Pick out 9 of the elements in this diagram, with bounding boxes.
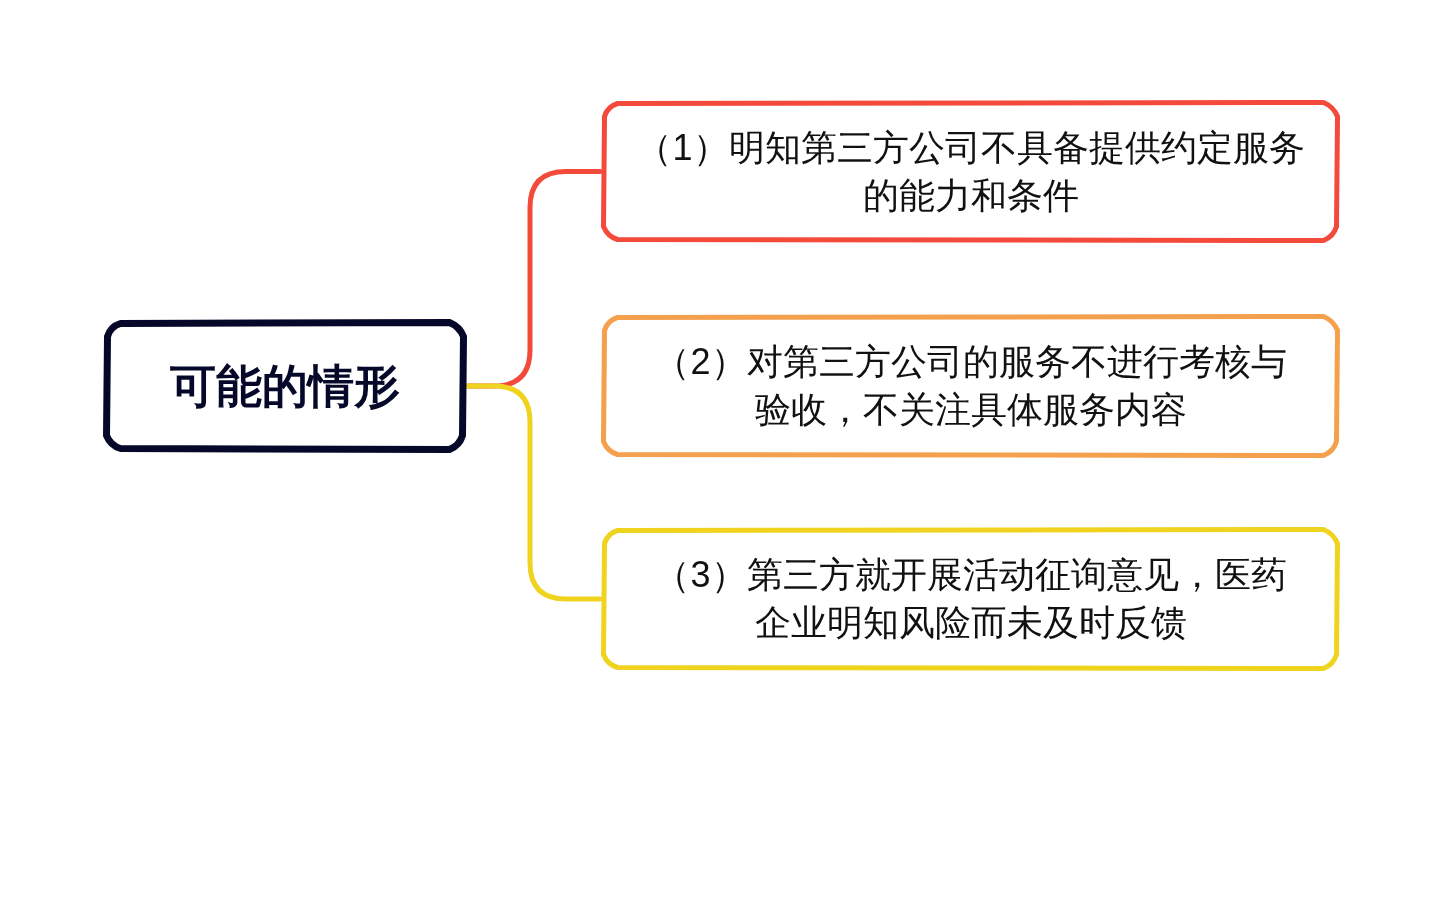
- topic-box: [600, 526, 1341, 672]
- topic-text: （3）第三方就开展活动征询意见，医药企业明知风险而未及时反馈: [653, 553, 1288, 645]
- topic-text: （1）明知第三方公司不具备提供约定服务的能力和条件: [635, 125, 1306, 218]
- central-topic-box: [102, 318, 468, 454]
- central-topic-text: 可能的情形: [169, 358, 401, 414]
- topic-box: [600, 99, 1341, 244]
- connector-line: [465, 383, 603, 602]
- topic-box: [600, 313, 1341, 459]
- topic-text: （2）对第三方公司的服务不进行考核与验收，不关注具体服务内容: [653, 340, 1288, 432]
